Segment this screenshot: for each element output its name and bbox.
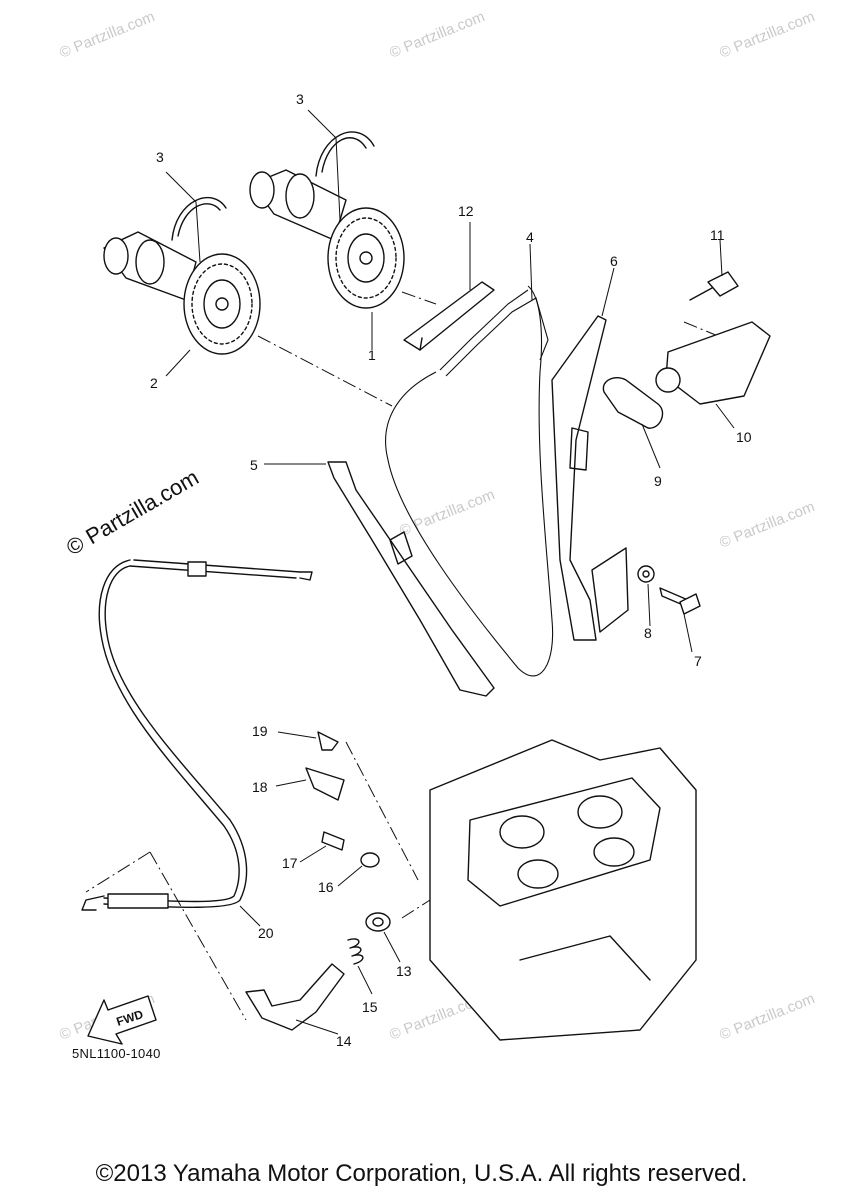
- callout-20: 20: [258, 925, 274, 941]
- chain-guide-top: [403, 281, 495, 351]
- tensioner: [602, 271, 771, 429]
- chain-guide-right: [551, 315, 629, 641]
- cam-chain: [385, 285, 554, 677]
- watermark: © Partzilla.com: [717, 498, 817, 552]
- camshaft-left: [103, 231, 261, 355]
- callout-12: 12: [458, 203, 474, 219]
- callout-13: 13: [396, 963, 412, 979]
- watermark: © Partzilla.com: [717, 990, 817, 1044]
- callout-9: 9: [654, 473, 662, 489]
- diagram-code: 5NL1100-1040: [72, 1046, 161, 1061]
- bolt-washer: [637, 565, 701, 615]
- callout-19: 19: [252, 723, 268, 739]
- cylinder-head: [429, 739, 697, 1041]
- leader-lines: [165, 109, 735, 1035]
- callout-10: 10: [736, 429, 752, 445]
- callout-3: 3: [296, 91, 304, 107]
- watermark-large: © Partzilla.com: [62, 465, 203, 561]
- callout-8: 8: [644, 625, 652, 641]
- watermark: © Partzilla.com: [717, 8, 817, 62]
- callout-11: 11: [710, 227, 725, 243]
- callout-6: 6: [610, 253, 618, 269]
- copyright-notice: ©2013 Yamaha Motor Corporation, U.S.A. A…: [95, 1160, 748, 1187]
- camshaft-right: [249, 169, 405, 309]
- callout-labels: 1 2 3 3 4 5 6 7 8 9 10 11 12 13 14 15 16…: [150, 91, 752, 1049]
- decompression-cable: [81, 559, 313, 911]
- callout-1: 1: [368, 347, 376, 363]
- callout-14: 14: [336, 1033, 352, 1049]
- alignment-lines: [85, 291, 719, 1021]
- forward-arrow-icon: FWD: [87, 995, 157, 1045]
- watermark: © Partzilla.com: [57, 8, 157, 62]
- callout-18: 18: [252, 779, 268, 795]
- callout-2: 2: [150, 375, 158, 391]
- callout-4: 4: [526, 229, 534, 245]
- callout-3: 3: [156, 149, 164, 165]
- callout-17: 17: [282, 855, 298, 871]
- callout-5: 5: [250, 457, 258, 473]
- watermark: © Partzilla.com: [397, 486, 497, 540]
- watermark: © Partzilla.com: [387, 8, 487, 62]
- callout-15: 15: [362, 999, 378, 1015]
- callout-16: 16: [318, 879, 334, 895]
- callout-7: 7: [694, 653, 702, 669]
- decomp-small-parts: [245, 731, 391, 1031]
- chain-guide-left: [327, 461, 495, 697]
